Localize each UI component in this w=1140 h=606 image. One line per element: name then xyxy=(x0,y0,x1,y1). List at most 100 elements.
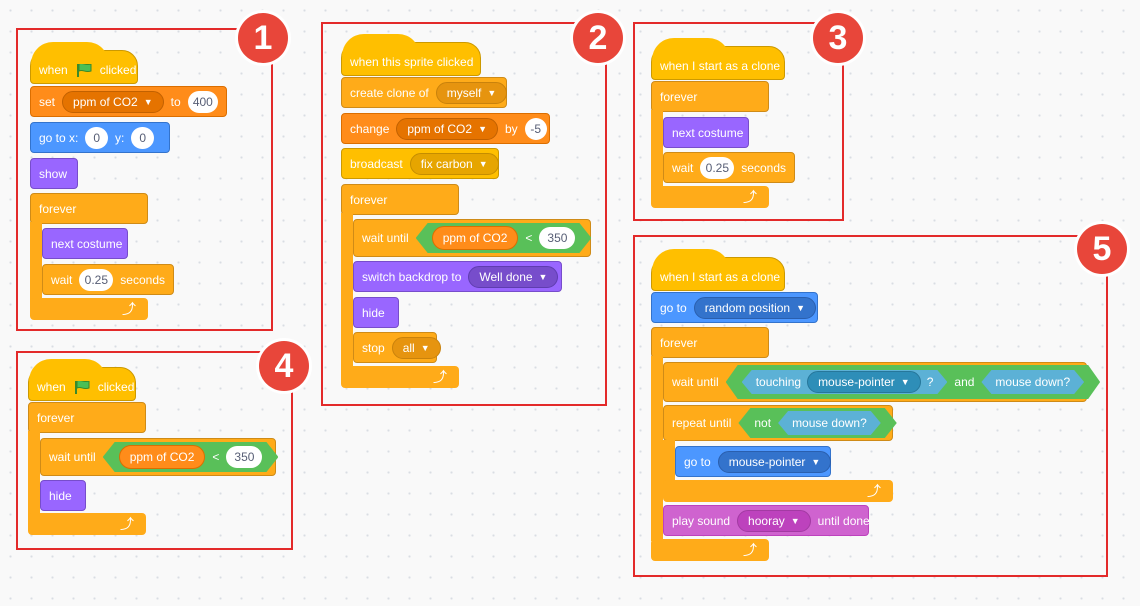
wait-block[interactable]: wait 0.25 seconds xyxy=(663,152,795,183)
broadcast-block[interactable]: broadcast fix carbon ▼ xyxy=(341,148,499,179)
play-sound-block[interactable]: play sound hooray ▼ until done xyxy=(663,505,870,536)
less-than-operator[interactable]: ppm of CO2 < 350 xyxy=(416,223,592,253)
goto-target-dropdown[interactable]: random position ▼ xyxy=(693,296,817,319)
stop-option-dropdown[interactable]: all▼ xyxy=(391,336,441,359)
chevron-down-icon: ▼ xyxy=(487,87,497,98)
broadcast-label: broadcast xyxy=(350,156,403,171)
forever-bottom: ⤴ xyxy=(28,513,146,535)
chevron-down-icon: ▼ xyxy=(796,302,806,313)
sound-name: hooray xyxy=(748,513,785,528)
clone-target-dropdown[interactable]: myself ▼ xyxy=(435,81,508,104)
by-label: by xyxy=(505,121,518,136)
and-label: and xyxy=(954,375,975,389)
change-variable-block[interactable]: change ppm of CO2▼ by -5 xyxy=(341,113,550,144)
wait-until-block[interactable]: wait until touching mouse-pointer▼ ? and… xyxy=(663,362,1087,402)
number-badge-5: 5 xyxy=(1077,224,1127,274)
script-frame-3 xyxy=(633,22,844,221)
mouse-down-label: mouse down? xyxy=(995,375,1071,389)
set-variable-block[interactable]: set ppm of CO2▼ to 400 xyxy=(30,86,227,117)
goto-xy-block[interactable]: go to x: 0 y: 0 xyxy=(30,122,170,153)
variable-dropdown[interactable]: ppm of CO2▼ xyxy=(62,90,164,113)
forever-arm xyxy=(651,356,663,541)
create-clone-block[interactable]: create clone of myself▼ xyxy=(341,77,508,108)
wait-block[interactable]: wait 0.25 seconds xyxy=(42,264,174,295)
backdrop-dropdown[interactable]: Well done▼ xyxy=(468,265,559,288)
next-costume-label: next costume xyxy=(672,125,744,140)
forever-label: forever xyxy=(350,192,388,207)
wait-label: wait xyxy=(672,160,694,175)
set-value-input[interactable]: 400 xyxy=(187,90,218,113)
loop-arrow-icon: ⤴ xyxy=(433,369,447,385)
touching-target-dropdown[interactable]: mouse-pointer▼ xyxy=(807,371,921,393)
goto-x-label: go to x: xyxy=(39,130,79,145)
ppm-reporter[interactable]: ppm of CO2 xyxy=(432,226,519,250)
chevron-down-icon: ▼ xyxy=(420,342,430,353)
wait-until-block[interactable]: wait until ppm of CO2 < 350 xyxy=(353,219,591,257)
forever-arm xyxy=(341,213,353,373)
next-costume-label: next costume xyxy=(51,236,123,251)
ppm-reporter[interactable]: ppm of CO2 xyxy=(119,445,206,469)
green-flag-icon xyxy=(75,62,93,78)
change-value-input[interactable]: -5 xyxy=(524,117,547,140)
x-input[interactable]: 0 xyxy=(85,126,109,149)
forever-block[interactable]: forever xyxy=(651,81,769,112)
change-label: change xyxy=(350,121,390,136)
goto-block[interactable]: go to mouse-pointer▼ xyxy=(675,446,832,477)
switch-backdrop-block[interactable]: switch backdrop to Well done▼ xyxy=(353,261,562,292)
wait-label: wait xyxy=(51,272,73,287)
less-than-operator[interactable]: ppm of CO2 < 350 xyxy=(103,442,279,472)
wait-until-block[interactable]: wait until ppm of CO2 < 350 xyxy=(40,438,276,476)
hide-label: hide xyxy=(49,488,72,503)
variable-name: ppm of CO2 xyxy=(73,94,138,109)
message-name: fix carbon xyxy=(420,156,473,171)
forever-block[interactable]: forever xyxy=(28,402,146,433)
next-costume-block[interactable]: next costume xyxy=(663,117,749,148)
message-dropdown[interactable]: fix carbon ▼ xyxy=(409,152,499,175)
play-sound-label: play sound xyxy=(672,513,731,528)
compare-value-input[interactable]: 350 xyxy=(226,446,262,468)
when-start-as-clone-hat[interactable]: when I start as a clone xyxy=(651,38,785,80)
chevron-down-icon: ▼ xyxy=(790,515,800,526)
show-block[interactable]: show xyxy=(30,158,78,189)
goto-block[interactable]: go to random position▼ xyxy=(651,292,818,323)
mouse-down-sensor[interactable]: mouse down? xyxy=(778,411,881,435)
hide-block[interactable]: hide xyxy=(353,297,399,328)
forever-label: forever xyxy=(39,201,77,216)
y-input[interactable]: 0 xyxy=(131,126,155,149)
not-operator[interactable]: not mouse down? xyxy=(738,408,896,438)
when-sprite-clicked-hat[interactable]: when this sprite clicked xyxy=(341,34,481,76)
when-flag-clicked-hat[interactable]: when clicked xyxy=(28,359,136,401)
wait-seconds-input[interactable]: 0.25 xyxy=(700,156,735,179)
and-operator[interactable]: touching mouse-pointer▼ ? and mouse down… xyxy=(726,365,1100,399)
touching-sensor[interactable]: touching mouse-pointer▼ ? xyxy=(742,370,948,394)
clone-target: myself xyxy=(446,85,482,100)
forever-block[interactable]: forever xyxy=(341,184,459,215)
until-done-label: until done xyxy=(817,513,870,528)
compare-value-input[interactable]: 350 xyxy=(539,227,575,249)
chevron-down-icon: ▼ xyxy=(811,456,821,467)
chevron-down-icon: ▼ xyxy=(478,158,488,169)
wait-until-label: wait until xyxy=(362,231,409,245)
forever-label: forever xyxy=(660,335,698,350)
repeat-until-block[interactable]: repeat until not mouse down? xyxy=(663,405,893,441)
goto-target: random position xyxy=(704,300,791,315)
mouse-down-sensor[interactable]: mouse down? xyxy=(981,370,1084,394)
seconds-label: seconds xyxy=(741,160,786,175)
wait-seconds-input[interactable]: 0.25 xyxy=(79,268,114,291)
touching-target: mouse-pointer xyxy=(818,375,895,389)
number-badge-3: 3 xyxy=(813,13,863,63)
when-start-as-clone-hat[interactable]: when I start as a clone xyxy=(651,249,785,291)
repeat-until-bottom: ⤴ xyxy=(663,480,893,502)
goto-target-dropdown[interactable]: mouse-pointer▼ xyxy=(717,450,832,473)
forever-arm xyxy=(30,222,42,302)
variable-dropdown[interactable]: ppm of CO2▼ xyxy=(396,117,498,140)
forever-block[interactable]: forever xyxy=(30,193,148,224)
when-flag-clicked-hat[interactable]: when clicked xyxy=(30,42,138,84)
hide-block[interactable]: hide xyxy=(40,480,86,511)
forever-block[interactable]: forever xyxy=(651,327,769,358)
stop-block[interactable]: stop all▼ xyxy=(353,332,441,363)
loop-arrow-icon: ⤴ xyxy=(867,483,881,499)
sound-dropdown[interactable]: hooray ▼ xyxy=(737,509,811,532)
next-costume-block[interactable]: next costume xyxy=(42,228,128,259)
loop-arrow-icon: ⤴ xyxy=(743,542,757,558)
